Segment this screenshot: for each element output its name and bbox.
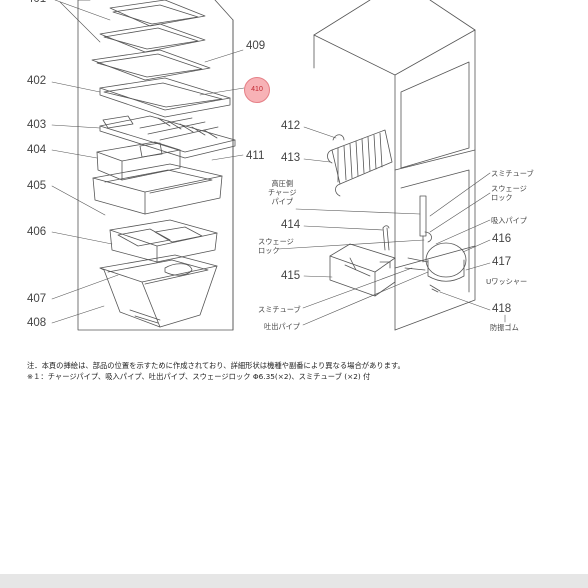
label-412: 412 [281, 120, 301, 132]
label-407: 407 [27, 293, 47, 305]
label-417: 417 [492, 256, 512, 268]
label-discharge-pipe: 吐出パイプ [264, 322, 300, 331]
left-cabinet-outline [77, 0, 234, 331]
label-vibration-rubber: 防振ゴム [490, 323, 519, 332]
drawer-406 [109, 219, 218, 263]
label-402: 402 [27, 75, 47, 87]
label-405: 405 [27, 180, 47, 192]
label-416: 416 [492, 233, 512, 245]
highlight-badge-410[interactable]: 410 [244, 77, 270, 103]
notes-block: 注．本頁の挿絵は、部品の位置を示すために作成されており、詳細形状は機種や副番によ… [27, 361, 405, 382]
label-414: 414 [281, 219, 301, 231]
drawer-405 [92, 163, 223, 215]
drain-tray-415 [329, 243, 396, 297]
drawer-407-408 [99, 254, 218, 328]
label-415: 415 [281, 270, 301, 282]
label-swage-lock-right: スウェージ ロック [491, 184, 527, 202]
exploded-parts-diagram [51, 0, 506, 331]
label-418: 418 [492, 303, 512, 315]
glass-shelves [91, 0, 211, 81]
note-line-2: ※１：チャージパイプ、吸入パイプ、吐出パイプ、スウェージロック Φ6.35(×2… [27, 371, 371, 381]
label-high-pressure-charge-pipe: 高圧側 チャージ パイプ [268, 179, 297, 206]
leader-lines-right [277, 126, 506, 326]
label-401: 401 [27, 0, 46, 6]
bottom-scroll-bar [0, 574, 588, 588]
label-408: 408 [27, 317, 47, 329]
label-sumi-tube-bottom: スミチューブ [258, 305, 301, 314]
label-swage-lock-left: スウェージ ロック [258, 237, 294, 255]
diagram-drawing [51, 0, 506, 331]
shelf-402 [99, 77, 231, 118]
label-suction-pipe: 吸入パイプ [491, 216, 527, 225]
drawer-404 [96, 141, 181, 181]
label-413: 413 [281, 152, 301, 164]
label-409: 409 [246, 40, 266, 52]
label-411: 411 [246, 150, 265, 162]
leader-lines-left [51, 0, 245, 324]
note-line-1: 注．本頁の挿絵は、部品の位置を示すために作成されており、詳細形状は機種や副番によ… [27, 361, 405, 370]
tray-403 [99, 115, 236, 159]
label-406: 406 [27, 226, 47, 238]
compressor-assembly [379, 195, 467, 293]
label-u-washer: Uワッシャー [486, 277, 528, 286]
label-404: 404 [27, 144, 47, 156]
drain-hose-414 [382, 225, 390, 251]
label-sumi-tube-right: スミチューブ [491, 169, 534, 178]
label-403: 403 [27, 119, 47, 131]
evaporator-412 [327, 129, 393, 197]
